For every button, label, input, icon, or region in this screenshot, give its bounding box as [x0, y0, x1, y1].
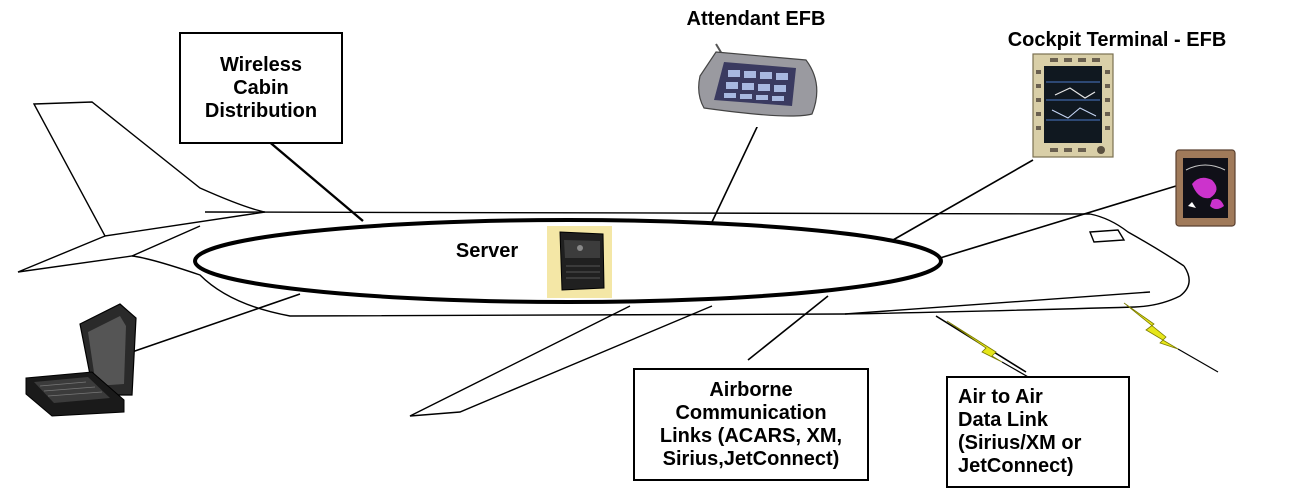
cockpit-connector	[892, 159, 1034, 241]
lightning-bolt-icon	[946, 302, 1179, 363]
wireless-arrow	[258, 132, 364, 222]
lightning-connector-small	[1001, 361, 1031, 379]
lightning-bolt-small	[946, 320, 1003, 363]
wireless-cabin-distribution-box: Wireless Cabin Distribution	[179, 32, 343, 144]
airborne-communication-links-box: Airborne Communication Links (ACARS, XM,…	[633, 368, 869, 481]
cockpit-terminal-icon	[1032, 53, 1114, 158]
wing	[409, 305, 713, 417]
weather-display-icon	[1175, 149, 1236, 227]
airborne-communication-links-label: Airborne Communication Links (ACARS, XM,…	[659, 378, 843, 470]
tail-fin	[32, 101, 266, 237]
display-connector	[939, 185, 1177, 259]
fuselage-top	[204, 211, 1185, 267]
fuselage-bottom	[131, 255, 1136, 317]
attendant-efb-label: Attendant EFB	[686, 8, 826, 30]
laptop-icon	[25, 303, 137, 417]
air-to-air-data-link-box: Air to Air Data Link (Sirius/XM or JetCo…	[946, 376, 1130, 488]
lightning-connector-large	[1177, 348, 1219, 373]
air-to-air-data-link-label: Air to Air Data Link (Sirius/XM or JetCo…	[958, 386, 1082, 477]
wireless-cabin-distribution-label: Wireless Cabin Distribution	[204, 53, 318, 122]
server-unit-icon	[547, 226, 612, 298]
attendant-tablet-icon	[689, 36, 828, 127]
cockpit-window	[1088, 229, 1126, 243]
attendant-connector	[711, 124, 759, 223]
fuselage-nose	[1134, 265, 1190, 308]
lightning-bolt-large	[1123, 302, 1179, 350]
laptop-connector	[131, 293, 301, 353]
server-label: Server	[455, 240, 519, 262]
airborne-connector	[747, 295, 829, 361]
horizontal-stabilizer	[17, 225, 201, 273]
aircraft-outline	[17, 101, 1190, 417]
cockpit-terminal-label: Cockpit Terminal - EFB	[1007, 29, 1227, 51]
belly-line	[844, 291, 1151, 315]
